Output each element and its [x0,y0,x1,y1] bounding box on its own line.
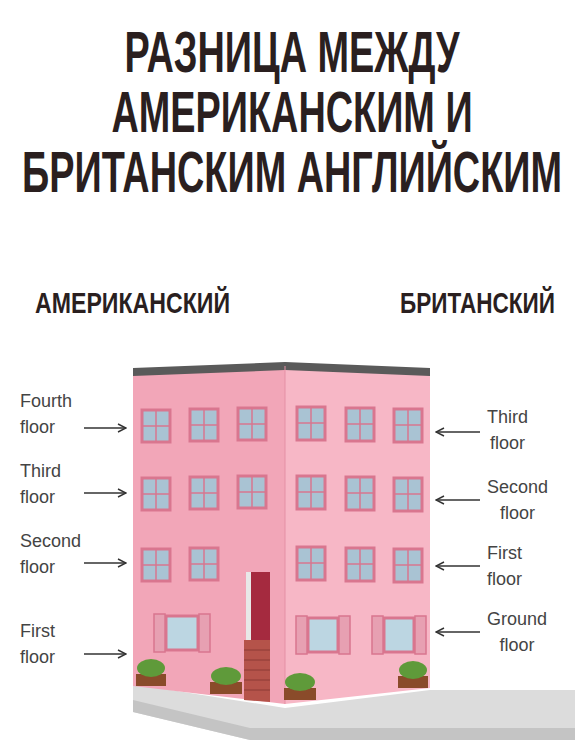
window-bar [346,563,374,565]
leader-arrows [84,428,480,654]
window [238,408,266,440]
left-wall [133,366,285,704]
ground-window [384,618,414,652]
window [394,549,422,582]
window-bar [297,491,325,493]
window [190,548,218,580]
brick-line [244,650,270,651]
shutter [415,616,426,654]
window [394,409,422,442]
bush [211,667,241,685]
window-bar [190,424,218,426]
bush [285,673,315,691]
shutter [339,616,350,654]
window-bars-right [297,407,422,582]
floor-label: Fourth floor [20,388,72,440]
leader-arrow [84,427,126,428]
pavement-edge [133,700,575,740]
shutter [296,616,307,654]
window [142,478,170,510]
leader-arrow [436,499,480,500]
window [190,409,218,441]
window [142,410,170,442]
floor-label: Third floor [487,404,528,456]
shutters-right [296,616,426,654]
leader-arrow [436,565,480,566]
window [346,408,374,441]
floor-label: First floor [20,618,55,670]
floor-label: Second floor [487,474,548,526]
brick-line [244,680,270,681]
floor-label: Second floor [20,528,81,580]
window [142,549,170,581]
ground-window [308,618,338,652]
brick-line [244,660,270,661]
floor-label: First floor [487,540,522,592]
roof-edge [133,362,430,376]
column-header: АМЕРИКАНСКИЙ [35,286,230,320]
window [297,476,325,509]
leader-arrow [84,653,126,654]
window-bar [142,493,170,495]
leader-arrow [84,562,126,563]
window-bar [190,492,218,494]
window-bar [142,425,170,427]
window-bar [346,423,374,425]
brick-steps [244,640,270,702]
window-bar [238,491,266,493]
leader-arrow [436,431,480,432]
window-bar [346,492,374,494]
window [238,476,266,508]
title-block: РАЗНИЦА МЕЖДУ АМЕРИКАНСКИМ И БРИТАНСКИМ … [0,22,584,202]
window [297,407,325,440]
shutter [154,614,165,652]
brick-lines [244,650,270,690]
floor-label: Third floor [20,458,61,510]
planters [136,659,428,700]
window [346,548,374,581]
brick-line [244,670,270,671]
window-bar [238,423,266,425]
window-bars-left [142,408,266,581]
window-bar [142,564,170,566]
leader-arrow [84,492,126,493]
window-bar [394,424,422,426]
shutter [372,616,383,654]
leader-arrow [436,631,480,632]
window-bar [394,564,422,566]
window [346,477,374,510]
window-bar [394,493,422,495]
shutter [199,614,210,652]
title: РАЗНИЦА МЕЖДУ АМЕРИКАНСКИМ И БРИТАНСКИМ … [22,19,562,204]
brick-line [244,690,270,691]
building-corner [285,366,286,704]
window-bar [190,563,218,565]
window [190,477,218,509]
window [297,547,325,580]
window-bar [297,422,325,424]
right-wall [285,366,430,704]
column-header: БРИТАНСКИЙ [400,286,555,320]
bush [137,659,165,677]
bush [399,661,427,679]
window-bar [297,562,325,564]
ground-window [166,616,198,650]
floor-label: Ground floor [487,606,547,658]
windows-right [297,407,422,652]
window [394,478,422,511]
